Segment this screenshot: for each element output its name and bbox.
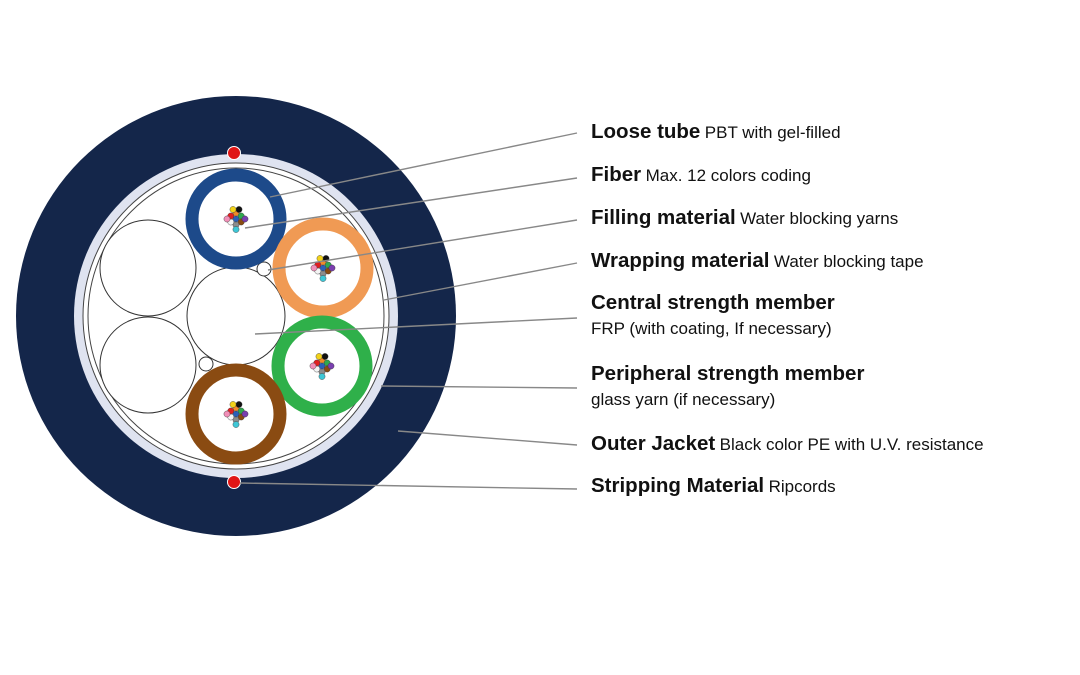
label-wrapping-material: Wrapping material Water blocking tape [591,249,924,273]
label-filling-material: Filling material Water blocking yarns [591,206,898,230]
label-desc: Black color PE with U.V. resistance [719,435,984,454]
fiber-strand [235,206,243,213]
fiber-bundle [223,206,249,233]
label-stripping-material: Stripping Material Ripcords [591,474,836,498]
leader-line-peripheral [380,385,578,389]
label-desc: PBT with gel-filled [704,123,841,142]
leader-line-filling [267,219,578,271]
label-desc: Ripcords [768,477,836,496]
label-title: Loose tube [591,120,701,143]
label-title: Outer Jacket [591,432,716,455]
loose-tube-orange [272,217,374,319]
fiber-strand [327,362,335,370]
fiber-strand [321,353,329,360]
fiber-strand [309,362,317,370]
filling-yarn-2 [198,356,214,372]
fiber-strand [229,206,237,213]
fiber-bundle [309,353,335,380]
fiber-strand [229,401,237,408]
leader-line-fiber [244,177,578,229]
label-title: Stripping Material [591,474,765,497]
ripcord-bottom [227,475,241,489]
label-desc: Water blocking yarns [740,209,899,228]
leader-lines [239,132,578,490]
label-desc: Max. 12 colors coding [645,166,811,185]
fiber-strand [232,421,240,428]
fiber-strand [223,410,231,418]
label-desc: FRP (with coating, If necessary) [591,319,832,338]
fiber-strand [241,215,249,223]
leader-line-outer-jacket [397,430,578,446]
fiber-bundle [223,401,249,428]
fiber-bundle [310,255,336,282]
label-outer-jacket: Outer Jacket Black color PE with U.V. re… [591,432,984,456]
leader-line-loose-tube [269,132,578,198]
label-peripheral-strength-member: Peripheral strength member glass yarn (i… [591,362,864,410]
label-desc: glass yarn (if necessary) [591,390,776,409]
fiber-strand [235,401,243,408]
leader-line-central [254,317,578,335]
fiber-strand [319,275,327,282]
filler-rod-lower [99,316,197,414]
fiber-strand [310,264,318,272]
label-loose-tube: Loose tube PBT with gel-filled [591,120,841,144]
loose-tube-green [271,315,373,417]
label-fiber: Fiber Max. 12 colors coding [591,163,811,187]
label-desc: Water blocking tape [773,252,924,271]
label-title: Peripheral strength member [591,362,865,385]
loose-tube-brown [185,363,287,465]
leader-line-wrapping [383,262,578,301]
ripcord-top [227,146,241,160]
fiber-strand [315,353,323,360]
label-title: Central strength member [591,291,835,314]
fiber-strand [318,373,326,380]
loose-tube-blue [185,168,287,270]
fiber-strand [241,410,249,418]
leader-line-stripping [239,482,578,490]
fiber-strand [223,215,231,223]
central-strength-member [186,266,286,366]
label-title: Wrapping material [591,249,770,272]
label-title: Fiber [591,163,642,186]
filling-yarn-1 [256,261,272,277]
fiber-strand [328,264,336,272]
label-central-strength-member: Central strength member FRP (with coatin… [591,291,835,339]
fiber-strand [232,226,240,233]
label-title: Filling material [591,206,736,229]
filler-rod-upper [99,219,197,317]
